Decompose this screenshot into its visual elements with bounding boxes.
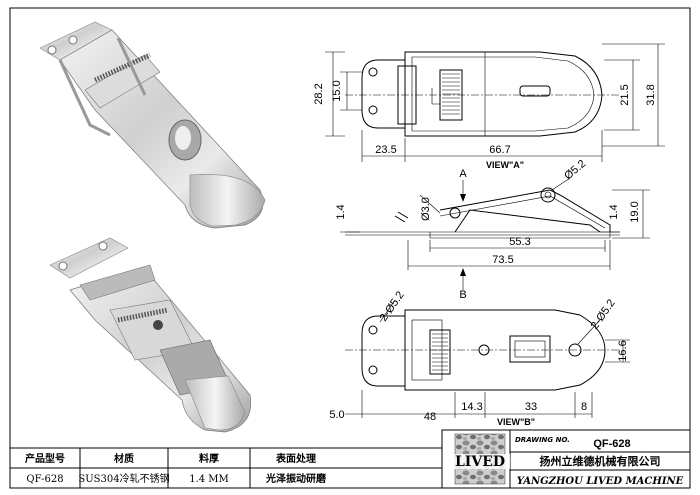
dim-s-dia-3: Ø3.0 bbox=[420, 197, 432, 221]
latch-photo-top bbox=[39, 21, 266, 229]
dim-b-5-0: 5.0 bbox=[329, 409, 344, 421]
spec-header-thickness: 料厚 bbox=[199, 452, 219, 465]
spec-header-finish: 表面处理 bbox=[275, 452, 316, 465]
dim-s-1-4-right: 1.4 bbox=[608, 204, 620, 219]
dim-s-55-3: 55.3 bbox=[509, 236, 530, 248]
dim-a-23-5: 23.5 bbox=[375, 144, 396, 156]
latch-photo-bottom bbox=[49, 237, 252, 433]
title-block bbox=[441, 429, 691, 489]
spec-value-thickness: 1.4 MM bbox=[189, 474, 229, 485]
dim-b-48: 48 bbox=[424, 411, 436, 423]
dim-b-14-3: 14.3 bbox=[461, 401, 482, 413]
view-a-drawing bbox=[325, 43, 665, 162]
spec-header-material: 材质 bbox=[114, 452, 134, 465]
view-b-drawing bbox=[345, 299, 630, 418]
dim-s-19-0: 19.0 bbox=[629, 201, 641, 222]
dim-s-73-5: 73.5 bbox=[492, 254, 513, 266]
dim-a-15-0: 15.0 bbox=[331, 80, 343, 101]
arrow-a-label: A bbox=[459, 168, 467, 180]
dim-s-1-4-left: 1.4 bbox=[335, 204, 347, 219]
dim-s-dia-5-2: Ø5.2 bbox=[562, 158, 588, 183]
dim-b-8: 8 bbox=[581, 401, 587, 413]
view-a-label: VIEW"A" bbox=[486, 160, 524, 170]
dim-b-2-dia-left: 2-Ø5.2 bbox=[378, 289, 407, 323]
dim-a-31-8: 31.8 bbox=[645, 84, 657, 105]
spec-value-model: QF-628 bbox=[26, 474, 63, 485]
dim-b-2-dia-right: 2-Ø5.2 bbox=[589, 297, 618, 331]
spec-header-model: 产品型号 bbox=[25, 452, 65, 465]
drawing-no-value: QF-628 bbox=[593, 438, 630, 450]
dim-a-28-2: 28.2 bbox=[313, 83, 325, 104]
dim-a-21-5: 21.5 bbox=[619, 84, 631, 105]
company-name-cn: 扬州立维德机械有限公司 bbox=[540, 454, 661, 468]
arrow-b-label: B bbox=[459, 289, 466, 301]
spec-value-material: SUS304冷轧不锈钢 bbox=[78, 472, 169, 485]
drawing-no-label: DRAWING NO. bbox=[515, 436, 570, 444]
dim-b-16-6: 16.6 bbox=[617, 340, 629, 361]
spec-value-finish: 光泽振动研磨 bbox=[265, 472, 327, 485]
logo-text: LIVED bbox=[455, 454, 505, 470]
dim-b-33: 33 bbox=[525, 401, 537, 413]
company-name-en: YANGZHOU LIVED MACHINE bbox=[517, 476, 684, 487]
side-view-drawing bbox=[340, 177, 650, 290]
view-b-label: VIEW"B" bbox=[497, 417, 535, 427]
dim-a-66-7: 66.7 bbox=[489, 144, 510, 156]
